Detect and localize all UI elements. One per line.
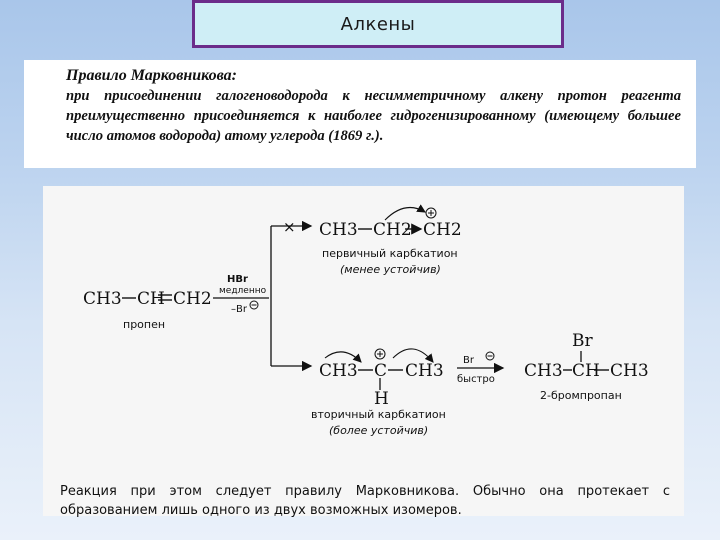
secondary-ch3-b: CH3 <box>405 361 444 381</box>
slide-title: Алкены <box>340 13 416 35</box>
product-br: Br <box>572 331 593 351</box>
blocked-path-icon: × <box>283 218 296 236</box>
plus-charge-icon <box>374 348 386 360</box>
rule-content: Правило Марковникова: при присоединении … <box>66 66 681 146</box>
secondary-c: C <box>374 361 387 381</box>
propene-ch3: CH3 <box>83 289 122 309</box>
primary-ch2-b: CH2 <box>423 220 462 240</box>
product-name: 2-бромпропан <box>540 389 622 402</box>
secondary-carbocation-formula: CH3 C CH3 H <box>319 348 444 409</box>
primary-ch3: CH3 <box>319 220 358 240</box>
curved-arrow-icon <box>392 348 434 363</box>
step1-reagent: HBr <box>227 274 248 285</box>
curved-arrow-icon <box>384 204 426 221</box>
product-ch: CH <box>572 361 600 381</box>
step2-reagent: Br <box>463 355 475 366</box>
primary-note: (менее устойчив) <box>340 263 441 276</box>
secondary-h: H <box>374 389 389 409</box>
propene-ch2: CH2 <box>173 289 212 309</box>
secondary-name: вторичный карбкатион <box>311 408 446 421</box>
product-ch3-b: CH3 <box>610 361 649 381</box>
plus-charge-icon <box>425 207 437 219</box>
rule-heading: Правило Марковникова: <box>66 67 237 84</box>
primary-ch2-a: CH2 <box>373 220 412 240</box>
step1-condition: медленно <box>219 286 267 296</box>
slide-title-box: Алкены <box>192 0 564 48</box>
step2-condition: быстро <box>457 374 495 385</box>
conclusion-text: Реакция при этом следует правилу Марковн… <box>60 484 670 518</box>
reaction-scheme-panel: CH3 CH CH2 пропен HBr медленно –Br × CH3… <box>43 186 684 516</box>
secondary-note: (более устойчив) <box>329 424 428 437</box>
rule-text: при присоединении галогеноводорода к нес… <box>66 88 681 144</box>
propene-name: пропен <box>123 318 165 331</box>
propene-ch: CH <box>137 289 165 309</box>
secondary-ch3-a: CH3 <box>319 361 358 381</box>
propene-formula: CH3 CH CH2 <box>83 289 212 309</box>
minus-charge-icon <box>485 351 495 361</box>
product-formula: Br CH3 CH CH3 <box>524 331 649 381</box>
primary-carbocation-formula: CH3 CH2 CH2 <box>319 204 462 240</box>
curved-arrow-icon <box>324 351 362 363</box>
step1-byproduct: –Br <box>231 304 248 315</box>
markovnikov-rule-box: Правило Марковникова: при присоединении … <box>24 60 696 168</box>
minus-charge-icon <box>249 300 259 310</box>
reaction-scheme: CH3 CH CH2 пропен HBr медленно –Br × CH3… <box>83 204 649 437</box>
primary-name: первичный карбкатион <box>322 247 458 260</box>
product-ch3-a: CH3 <box>524 361 563 381</box>
